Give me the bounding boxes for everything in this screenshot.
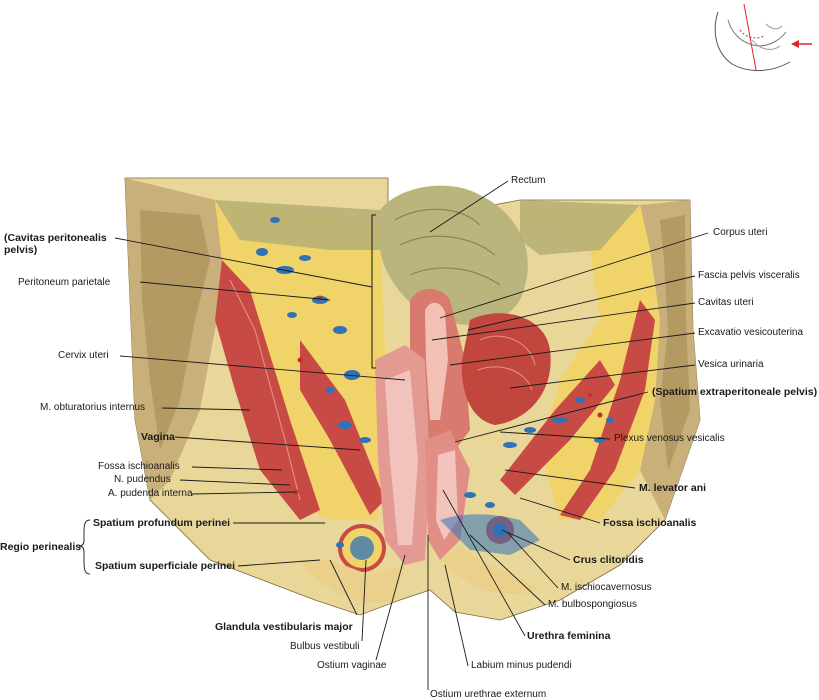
leader-urethra-feminina <box>442 489 526 637</box>
leader-n-pudendus <box>179 479 291 486</box>
label-excavatio-vesicouterina: Excavatio vesicouterina <box>698 327 804 338</box>
label-m-ischiocavernosus: M. ischiocavernosus <box>561 582 652 593</box>
leader-plexus-venosus <box>499 431 611 440</box>
label-m-bulbospongiosus: M. bulbospongiosus <box>548 599 637 610</box>
leader-lines <box>78 180 709 690</box>
label-labium-minus-pudendi: Labium minus pudendi <box>471 660 572 671</box>
label-m-obturatorius-internus: M. obturatorius internus <box>40 402 146 413</box>
label-a-pudenda-interna: A. pudenda interna <box>108 488 193 499</box>
label-spatium-profundum-perinei: Spatium profundum perinei <box>93 517 231 529</box>
leader-bulbus <box>361 559 367 642</box>
label-fossa-ischioanalis-left: Fossa ischioanalis <box>98 461 180 472</box>
label-bulbus-vestibuli: Bulbus vestibuli <box>290 641 360 652</box>
label-ostium-urethrae-externum: Ostium urethrae externum <box>430 689 547 700</box>
leader-m-ischiocavernosus <box>507 532 559 589</box>
label-cavitas-uteri: Cavitas uteri <box>698 297 754 308</box>
leader-crus-clitoridis <box>501 529 571 561</box>
label-n-pudendus: N. pudendus <box>114 474 171 485</box>
leader-cavitas-uteri <box>431 302 696 341</box>
leader-vagina <box>174 436 361 451</box>
leader-spatium-superficiale <box>237 559 321 567</box>
leader-cavitas-peritonealis <box>114 237 373 288</box>
label-peritoneum-parietale: Peritoneum parietale <box>18 277 111 288</box>
leader-m-obturatorius <box>161 407 251 411</box>
label-regio-perinealis: Regio perinealis <box>0 541 82 553</box>
leader-fossa-ischioanalis-r <box>519 497 601 524</box>
orientation-thumbnail <box>714 3 812 71</box>
label-cervix-uteri: Cervix uteri <box>58 350 109 361</box>
leader-fascia-pelvis <box>467 275 696 331</box>
label-rectum: Rectum <box>511 175 546 186</box>
leader-vesica-urinaria <box>509 364 696 389</box>
leader-corpus-uteri <box>439 232 709 319</box>
leader-labium-minus <box>444 564 469 667</box>
leader-excavatio <box>449 332 696 366</box>
label-plexus-venosus-vesicalis: Plexus venosus vesicalis <box>614 433 725 444</box>
label-vesica-urinaria: Vesica urinaria <box>698 359 764 370</box>
label-glandula-vestibularis-major: Glandula vestibularis major <box>215 621 353 633</box>
label-fascia-pelvis-visceralis: Fascia pelvis visceralis <box>698 270 800 281</box>
leader-fossa-ischioanalis-l <box>191 466 283 471</box>
label-m-levator-ani: M. levator ani <box>639 482 707 494</box>
label-urethra-feminina: Urethra feminina <box>527 630 611 642</box>
label-vagina: Vagina <box>141 431 175 443</box>
label-cavitas-peritonealis-line2: pelvis) <box>4 244 38 256</box>
label-fossa-ischioanalis-right: Fossa ischioanalis <box>603 517 697 529</box>
label-cavitas-peritonealis-line1: (Cavitas peritonealis <box>4 232 107 244</box>
leader-glandula <box>329 559 358 616</box>
leader-a-pudenda <box>191 491 296 495</box>
regio-perinealis-brace <box>78 519 91 575</box>
leader-m-bulbospongiosus <box>469 534 546 606</box>
leader-m-levator-ani <box>504 469 636 489</box>
label-spatium-superficiale-perinei: Spatium superficiale perinei <box>95 560 236 572</box>
leader-cervix-uteri <box>119 355 406 381</box>
label-corpus-uteri: Corpus uteri <box>713 227 768 238</box>
label-crus-clitoridis: Crus clitoridis <box>573 554 644 566</box>
leader-rectum <box>429 180 509 233</box>
leader-peritoneum-parietale <box>139 281 331 301</box>
label-ostium-vaginae: Ostium vaginae <box>317 660 387 671</box>
leader-spatium-extraperitoneale <box>454 391 649 443</box>
red-arrow-icon <box>791 40 812 48</box>
label-spatium-extraperitoneale-pelvis: (Spatium extraperitoneale pelvis) <box>652 386 818 398</box>
leader-ostium-vaginae <box>375 554 406 661</box>
